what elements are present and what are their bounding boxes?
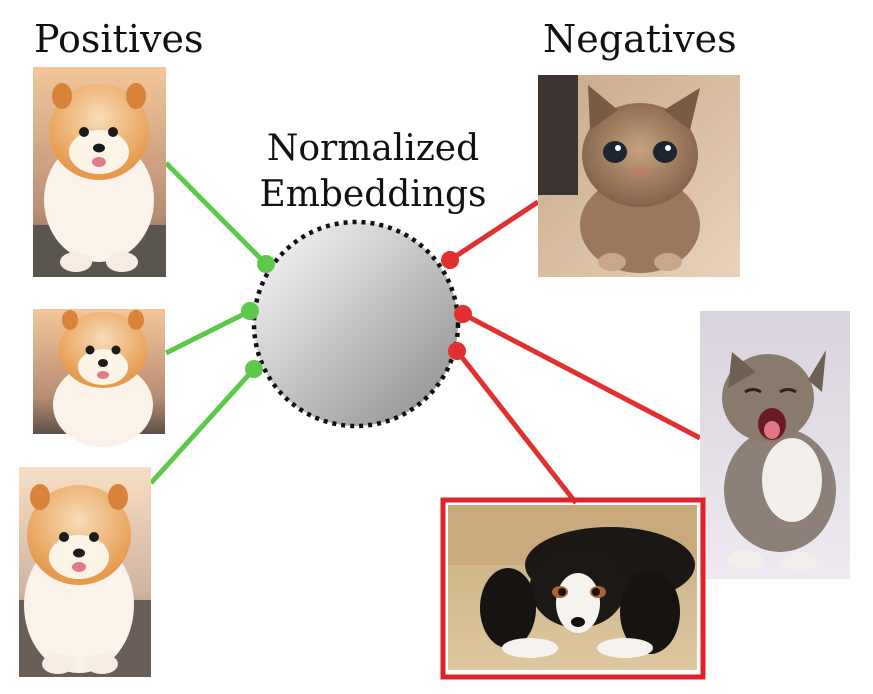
negative-link-1 [448, 199, 540, 263]
positive-link-1 [164, 161, 268, 266]
positive-image-1 [33, 67, 166, 277]
positives-title: Positives [34, 17, 204, 61]
negative-image-1 [538, 75, 740, 277]
negative-image-2 [700, 311, 850, 579]
embedding-title: Normalized Embeddings [233, 126, 513, 218]
negative-dot-1 [441, 251, 459, 269]
positive-link-3 [149, 367, 256, 485]
negatives-title: Negatives [543, 17, 737, 61]
negative-link-2 [461, 311, 702, 441]
positive-dot-1 [257, 255, 275, 273]
positive-dot-2 [241, 302, 259, 320]
positive-image-3 [19, 467, 151, 677]
positive-dot-3 [245, 360, 263, 378]
negative-dot-2 [454, 305, 472, 323]
positive-image-2 [33, 309, 165, 447]
negative-image-3 [448, 505, 697, 670]
embedding-title-line-1: Normalized [266, 128, 480, 169]
embedding-sphere [251, 219, 461, 429]
highlight-frame [440, 497, 706, 680]
embedding-title-line-2: Embeddings [259, 174, 487, 215]
negative-link-3 [455, 349, 578, 505]
positive-link-2 [164, 308, 252, 356]
negative-dot-3 [448, 342, 466, 360]
